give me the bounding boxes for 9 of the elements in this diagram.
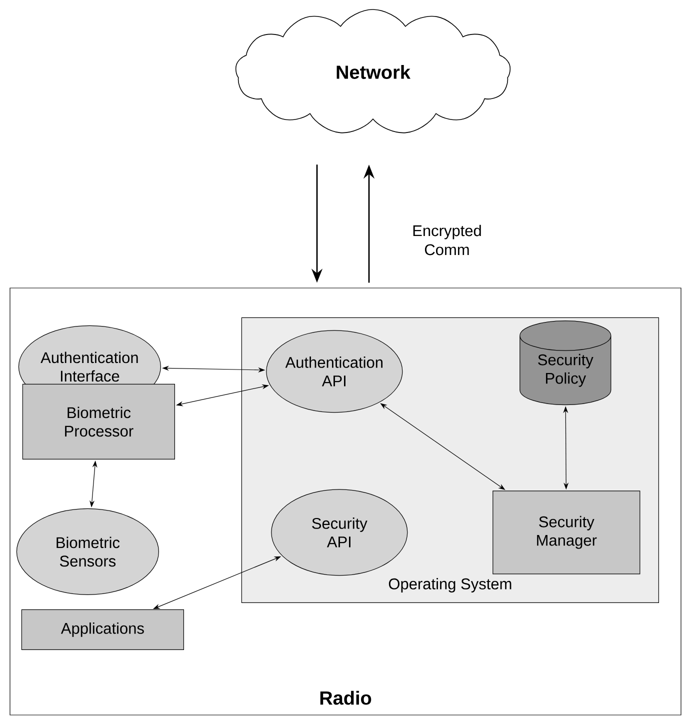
cloud: Network xyxy=(235,9,511,134)
process-box: Biometric Processor xyxy=(22,384,175,460)
ellipse-node: Authentication API xyxy=(266,330,403,413)
ellipse-node: Biometric Sensors xyxy=(16,508,159,595)
edge-label: Encrypted Comm xyxy=(413,224,481,256)
ellipse-node: Security API xyxy=(271,489,408,576)
process-box: Security Manager xyxy=(492,490,640,574)
database-cylinder: Security Policy xyxy=(520,320,612,406)
process-box: Applications xyxy=(21,609,184,650)
